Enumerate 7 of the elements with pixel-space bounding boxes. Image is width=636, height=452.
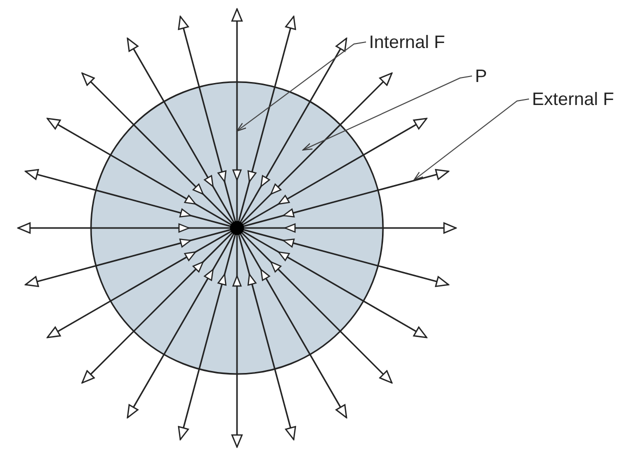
callout-label: Internal F (369, 32, 446, 52)
leader-line (414, 98, 530, 180)
callout-label: P (475, 66, 488, 86)
callout-label: External F (532, 89, 614, 109)
leader-line (236, 42, 366, 132)
pressure-region-circle (90, 81, 384, 375)
leader-line (302, 76, 472, 150)
